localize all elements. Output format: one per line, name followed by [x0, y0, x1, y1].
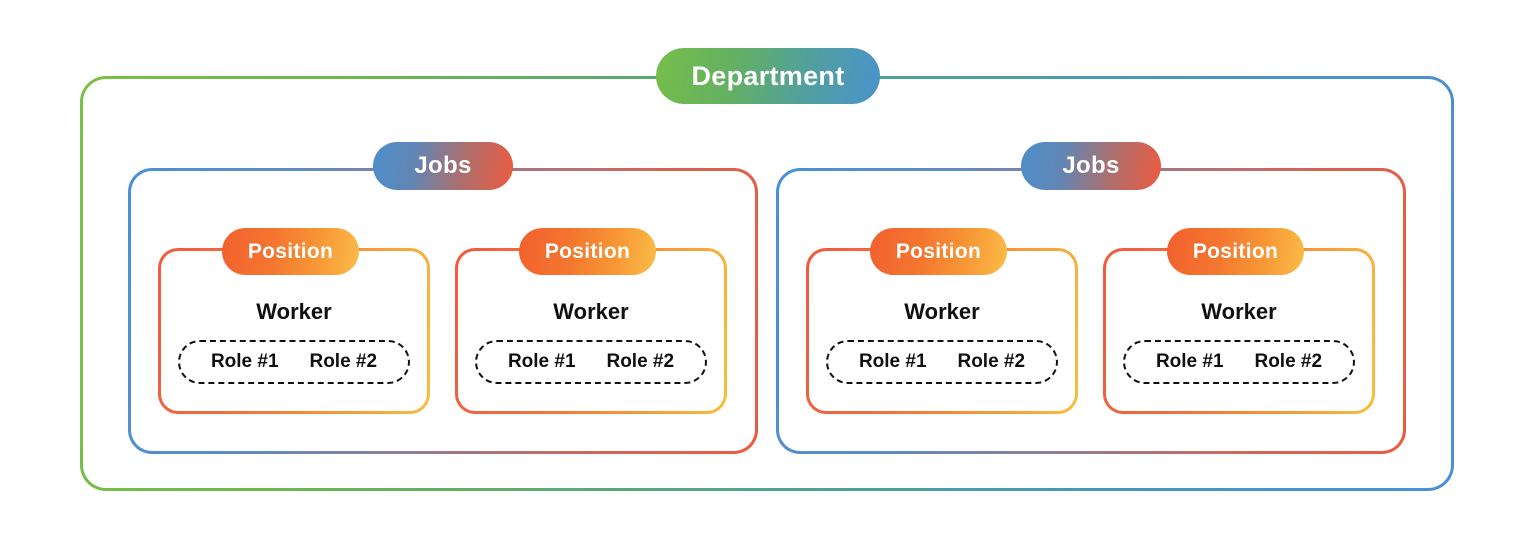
- worker-label-4: Worker: [1201, 299, 1277, 324]
- position-container-1: Worker Role #1 Role #2: [158, 248, 430, 414]
- worker-label-2: Worker: [553, 299, 629, 324]
- role-item-4-1: Role #1: [1155, 351, 1224, 372]
- worker-label-1: Worker: [256, 299, 332, 324]
- roles-group-4: Role #1 Role #2: [1123, 340, 1355, 384]
- position-pill-4: Position: [1167, 228, 1304, 275]
- position-pill-3: Position: [870, 228, 1007, 275]
- roles-group-1: Role #1 Role #2: [178, 340, 410, 384]
- position-container-1-inner: Worker Role #1 Role #2: [161, 251, 427, 411]
- role-item-1-2: Role #2: [309, 351, 378, 372]
- position-pill-1: Position: [222, 228, 359, 275]
- position-container-4-inner: Worker Role #1 Role #2: [1106, 251, 1372, 411]
- position-container-3: Worker Role #1 Role #2: [806, 248, 1078, 414]
- roles-group-3: Role #1 Role #2: [826, 340, 1058, 384]
- role-item-3-1: Role #1: [858, 351, 927, 372]
- position-container-2: Worker Role #1 Role #2: [455, 248, 727, 414]
- department-pill: Department: [656, 48, 880, 104]
- position-container-3-inner: Worker Role #1 Role #2: [809, 251, 1075, 411]
- worker-label-3: Worker: [904, 299, 980, 324]
- role-item-2-2: Role #2: [606, 351, 675, 372]
- role-item-4-2: Role #2: [1254, 351, 1323, 372]
- position-container-2-inner: Worker Role #1 Role #2: [458, 251, 724, 411]
- jobs-pill-2: Jobs: [1021, 142, 1161, 190]
- roles-group-2: Role #1 Role #2: [475, 340, 707, 384]
- role-item-3-2: Role #2: [957, 351, 1026, 372]
- position-container-4: Worker Role #1 Role #2: [1103, 248, 1375, 414]
- role-item-1-1: Role #1: [210, 351, 279, 372]
- position-pill-2: Position: [519, 228, 656, 275]
- role-item-2-1: Role #1: [507, 351, 576, 372]
- jobs-pill-1: Jobs: [373, 142, 513, 190]
